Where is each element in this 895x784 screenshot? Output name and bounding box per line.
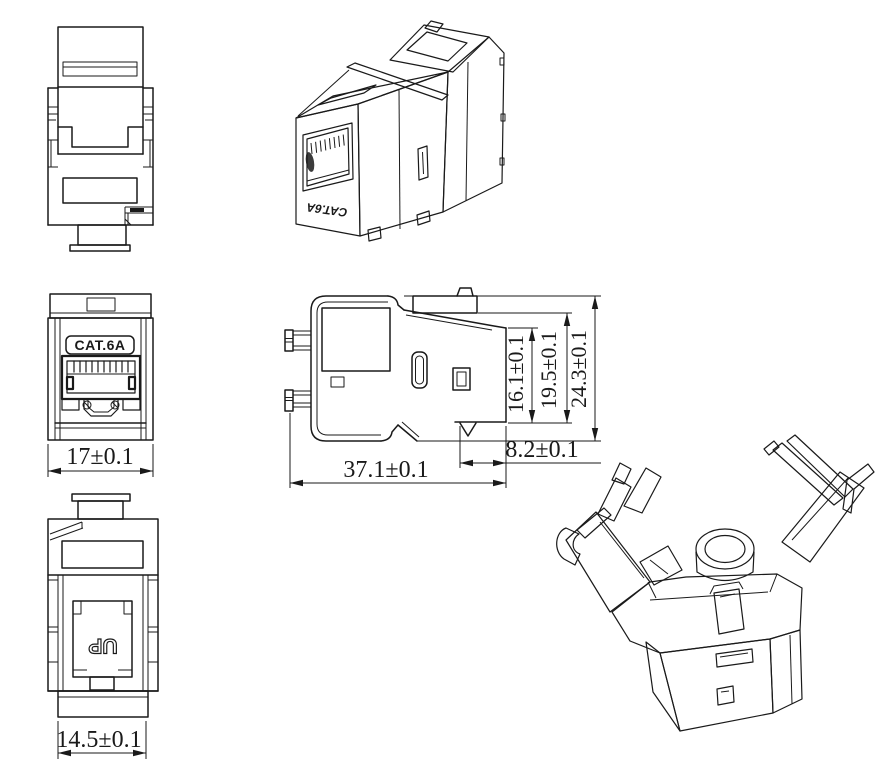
svg-text:14.5±0.1: 14.5±0.1 xyxy=(56,727,141,753)
view-rear: UP 14.5±0.1 xyxy=(47,493,159,759)
dim-total-depth: 37.1±0.1 xyxy=(289,413,507,488)
svg-text:17±0.1: 17±0.1 xyxy=(66,444,133,470)
port-shadow xyxy=(305,152,315,172)
rear-up-label: UP xyxy=(88,634,117,657)
front-label-frame xyxy=(65,335,135,355)
rj45-port xyxy=(60,354,142,417)
svg-text:19.5±0.1: 19.5±0.1 xyxy=(536,331,561,409)
view-side-dimensioned: 37.1±0.1 8.2±0.1 16.1±0.1 19.5±0.1 24.3±… xyxy=(284,287,601,488)
rear-cavity xyxy=(72,600,133,691)
dim-rear-cap-depth: 8.2±0.1 xyxy=(459,426,601,468)
dim-rear-width: 14.5±0.1 xyxy=(56,721,147,759)
svg-text:24.3±0.1: 24.3±0.1 xyxy=(566,330,591,408)
dim-front-width: 17±0.1 xyxy=(47,444,154,477)
view-front: CAT.6A 17±0.1 xyxy=(47,293,154,477)
view-iso-front: CAT.6A xyxy=(295,20,506,242)
view-iso-rear-open xyxy=(556,434,875,732)
svg-text:37.1±0.1: 37.1±0.1 xyxy=(343,457,428,483)
view-top-orthographic xyxy=(47,26,154,252)
front-panel-label: CAT.6A xyxy=(75,337,126,353)
left-wing xyxy=(556,462,662,613)
dim-body-height: 16.1±0.1 xyxy=(503,327,572,424)
dim-overall-height: 24.3±0.1 xyxy=(404,295,601,442)
iso-front-label: CAT.6A xyxy=(304,200,349,219)
idc-contacts xyxy=(284,329,312,412)
right-wing xyxy=(763,434,875,563)
dim-latch-height: 19.5±0.1 xyxy=(478,312,572,423)
svg-text:16.1±0.1: 16.1±0.1 xyxy=(503,335,528,413)
center-boss xyxy=(695,528,755,582)
